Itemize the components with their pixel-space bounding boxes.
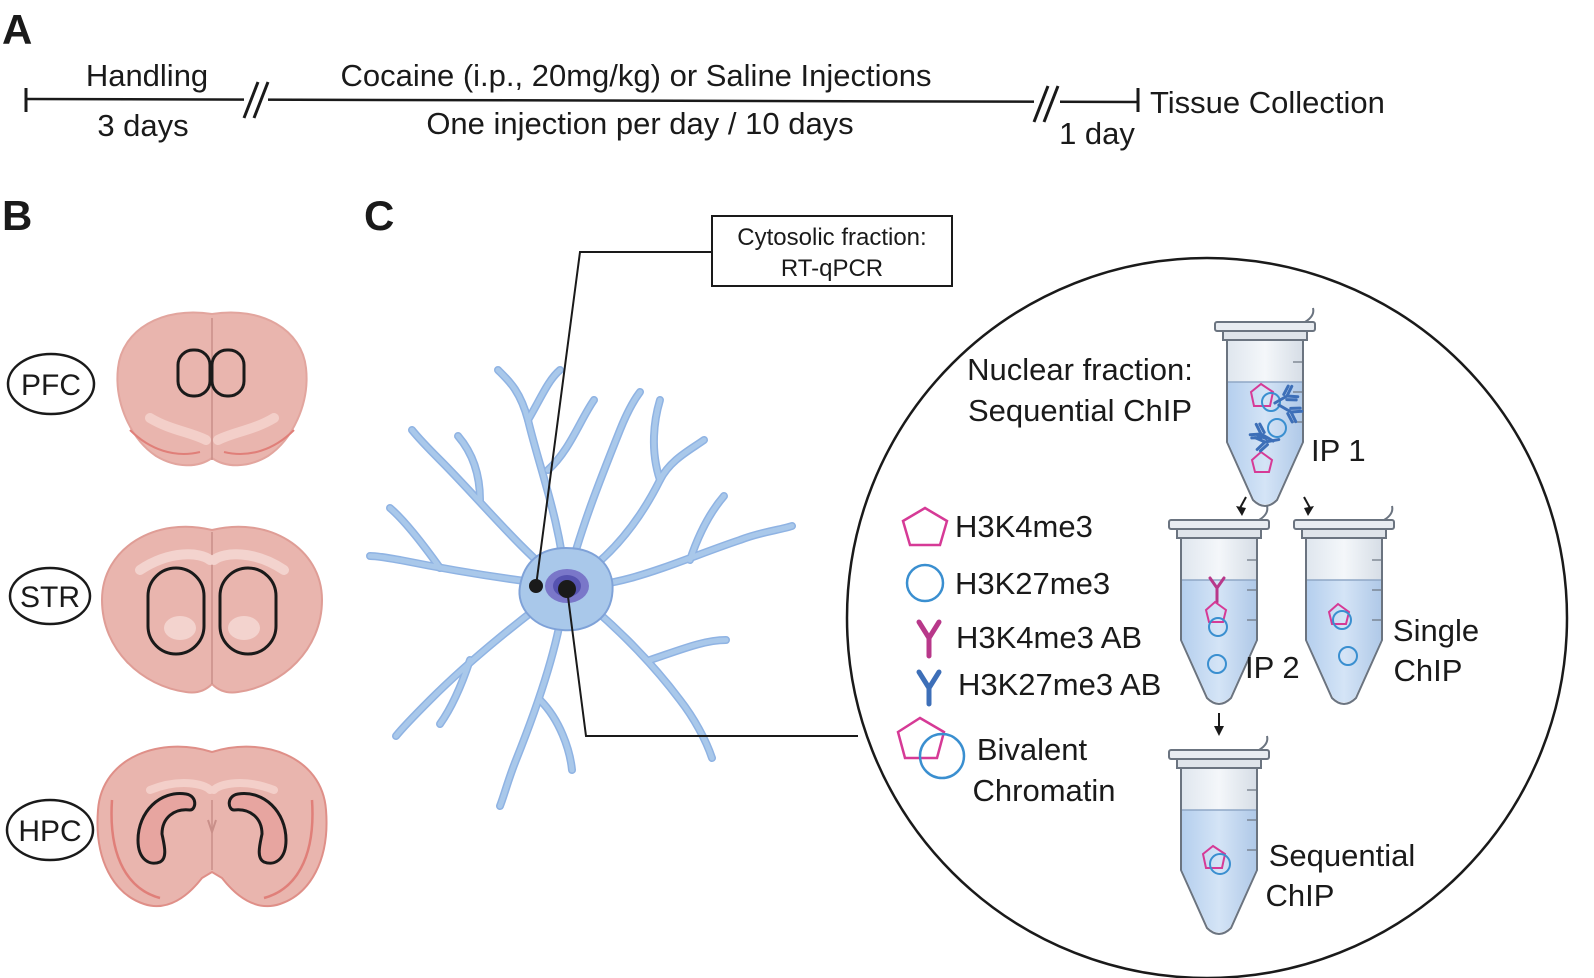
tube-ip2 [1168,505,1270,705]
sequential-line1: Sequential [1269,838,1416,873]
legend-h3k27me3: H3K27me3 [955,566,1110,601]
tissue-collection-label: Tissue Collection [1150,85,1385,120]
timeline-break-2 [1032,84,1060,123]
cytosol-connector [535,251,712,587]
single-line1: Single [1393,613,1479,648]
injections-label: Cocaine (i.p., 20mg/kg) or Saline Inject… [340,58,931,93]
hpc-roi-left [136,792,197,865]
hpc-roi-right [227,792,288,865]
tube-single [1293,505,1395,705]
str-label: STR [20,581,80,614]
panel-c-label: C [364,192,394,239]
pfc-oval [6,352,96,416]
hpc-label: HPC [18,815,81,848]
antibody-blue-icon [916,669,942,707]
hpc-oval [5,798,95,862]
cytosolic-line1: Cytosolic fraction: [737,224,926,251]
cytosolic-line2: RT-qPCR [781,255,883,282]
brain-section-str [100,525,324,694]
single-line2: ChIP [1394,653,1463,688]
str-oval [8,566,92,626]
legend-bivalent-line2: Chromatin [973,773,1116,808]
str-roi-right [218,566,278,656]
antibody-magenta-icon [916,619,942,659]
ip1-label: IP 1 [1311,433,1366,468]
pfc-roi-left [176,348,212,398]
brain-section-pfc [116,311,308,467]
panel-a-label: A [2,6,32,53]
arrow-to-sequential [1214,713,1224,736]
nucleus-connector [566,588,858,737]
legend-h3k4me3-ab: H3K4me3 AB [956,620,1142,655]
panel-c: C [364,192,1569,978]
legend-h3k4me3: H3K4me3 [955,509,1093,544]
brain-section-hpc [96,745,328,908]
panel-b-label: B [2,192,32,239]
timeline-break-1 [242,81,270,119]
legend-h3k27me3-ab: H3K27me3 AB [958,667,1161,702]
ip2-label: IP 2 [1245,650,1300,685]
circle-icon [905,563,945,603]
str-roi-left [146,566,206,656]
handling-label: Handling [86,58,208,93]
tube-ip1 [1214,307,1316,507]
neuron-illustration [366,366,796,810]
cytosolic-box [711,215,953,287]
arrow-to-single [1303,496,1314,516]
gap-label: 1 day [1059,116,1135,151]
timeline-axis [25,97,1139,104]
pfc-roi-right [210,348,246,398]
nuclear-line1: Nuclear fraction: [967,352,1193,387]
legend: H3K4me3 H3K27me3 H3K4me3 AB H3K27me3 AB … [896,506,1161,808]
tube-sequential [1168,735,1270,935]
pfc-label: PFC [21,369,81,402]
injection-schedule-label: One injection per day / 10 days [426,106,853,141]
handling-days-label: 3 days [97,108,188,143]
nuclear-line2: Sequential ChIP [968,393,1192,428]
pentagon-icon [901,506,949,547]
sequential-line2: ChIP [1266,878,1335,913]
panel-b: B PFC STR [2,192,328,908]
panel-a: A Handling 3 days Cocaine (i.p., 20mg/kg… [2,6,1385,151]
bivalent-icon [896,716,966,780]
legend-bivalent-line1: Bivalent [977,732,1088,767]
arrow-to-ip2 [1236,496,1247,516]
